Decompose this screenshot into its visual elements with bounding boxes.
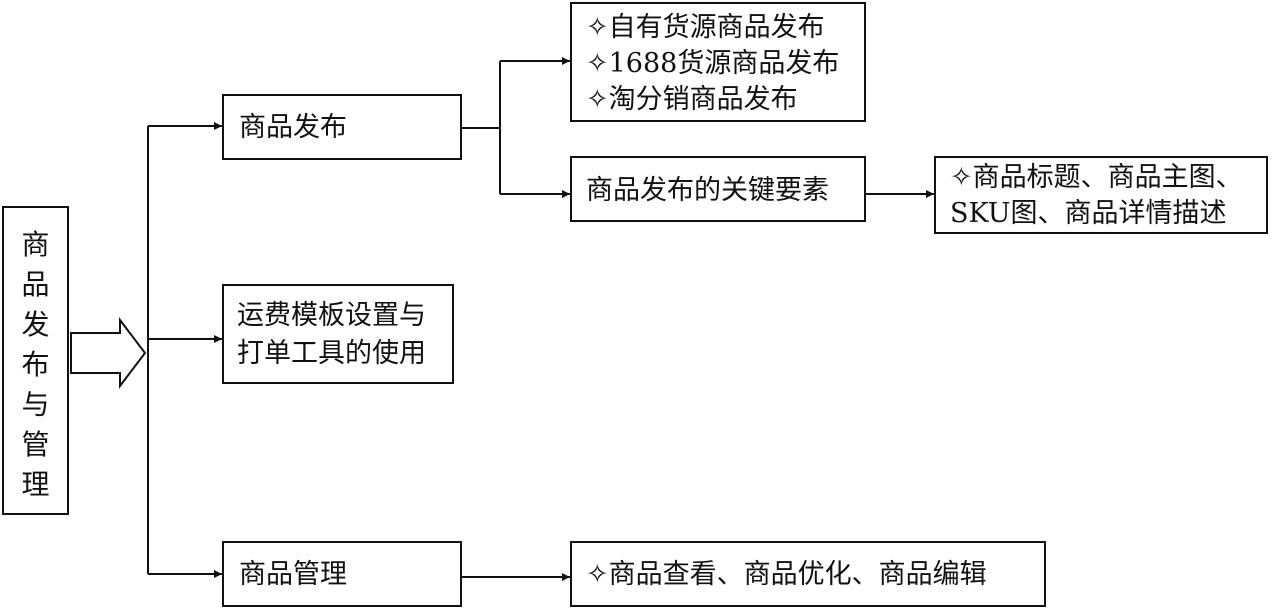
manage-label: 商品管理 (239, 559, 347, 590)
root-char: 发 (21, 308, 50, 341)
freight-label-line2: 打单工具的使用 (237, 338, 426, 369)
root-box: 商 品 发 布 与 管 理 (2, 206, 69, 515)
publish-method-item: ✧自有货源商品发布 (586, 12, 825, 43)
publish-methods-box: ✧自有货源商品发布 ✧1688货源商品发布 ✧淘分销商品发布 (570, 2, 866, 122)
root-char: 布 (21, 348, 50, 381)
publish-label: 商品发布 (239, 112, 347, 143)
key-details-line2: SKU图、商品详情描述 (950, 198, 1227, 229)
key-elements-label: 商品发布的关键要素 (586, 175, 829, 206)
publish-method-item: ✧淘分销商品发布 (586, 84, 798, 115)
root-char: 管 (21, 428, 50, 461)
root-char: 理 (21, 468, 50, 501)
manage-actions-label: ✧商品查看、商品优化、商品编辑 (586, 559, 987, 590)
hollow-arrow-icon (70, 317, 147, 389)
freight-box: 运费模板设置与 打单工具的使用 (222, 284, 454, 384)
publish-method-item: ✧1688货源商品发布 (586, 48, 840, 79)
publish-box: 商品发布 (222, 94, 462, 160)
freight-label-line1: 运费模板设置与 (237, 300, 426, 331)
key-details-line1: ✧商品标题、商品主图、 (950, 162, 1243, 193)
key-elements-box: 商品发布的关键要素 (570, 156, 866, 222)
root-char: 品 (21, 268, 50, 301)
manage-actions-box: ✧商品查看、商品优化、商品编辑 (570, 541, 1046, 607)
key-details-box: ✧商品标题、商品主图、 SKU图、商品详情描述 (934, 156, 1268, 234)
root-char: 商 (21, 228, 50, 261)
manage-box: 商品管理 (222, 541, 462, 607)
root-char: 与 (21, 388, 50, 421)
